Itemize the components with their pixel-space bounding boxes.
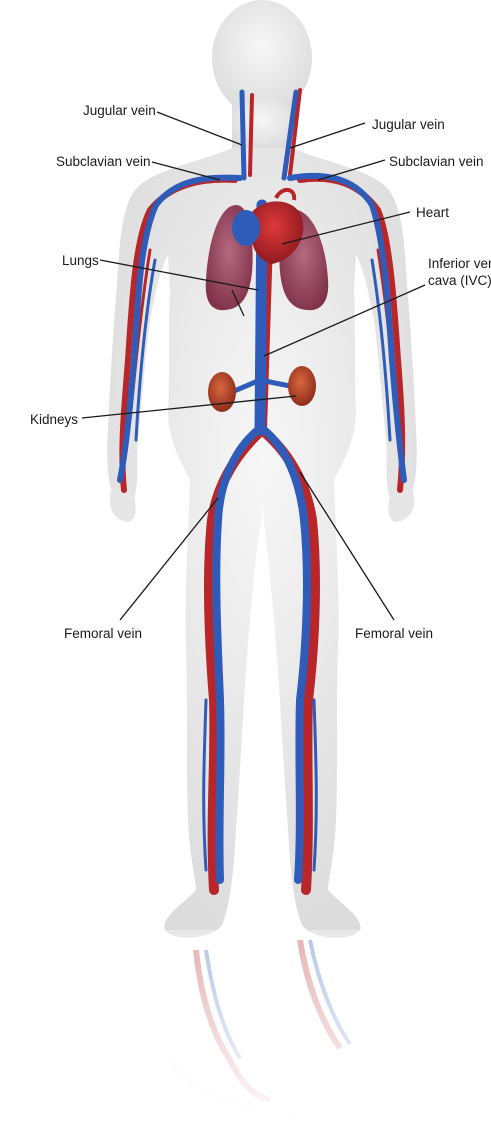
label-heart: Heart — [416, 205, 449, 220]
label-jugular-vein-left: Jugular vein — [83, 103, 156, 118]
label-ivc-line1: Inferior ver — [428, 256, 491, 271]
label-lungs: Lungs — [62, 253, 99, 268]
label-jugular-vein-right: Jugular vein — [372, 117, 445, 132]
reflection-fade — [0, 930, 491, 1131]
label-femoral-vein-left: Femoral vein — [64, 626, 142, 641]
body-silhouette — [107, 0, 417, 938]
label-subclavian-vein-left: Subclavian vein — [56, 154, 151, 169]
label-ivc-line2: cava (IVC) — [428, 273, 491, 288]
label-femoral-vein-right: Femoral vein — [355, 626, 433, 641]
label-kidneys: Kidneys — [30, 412, 78, 427]
label-subclavian-vein-right: Subclavian vein — [389, 154, 484, 169]
